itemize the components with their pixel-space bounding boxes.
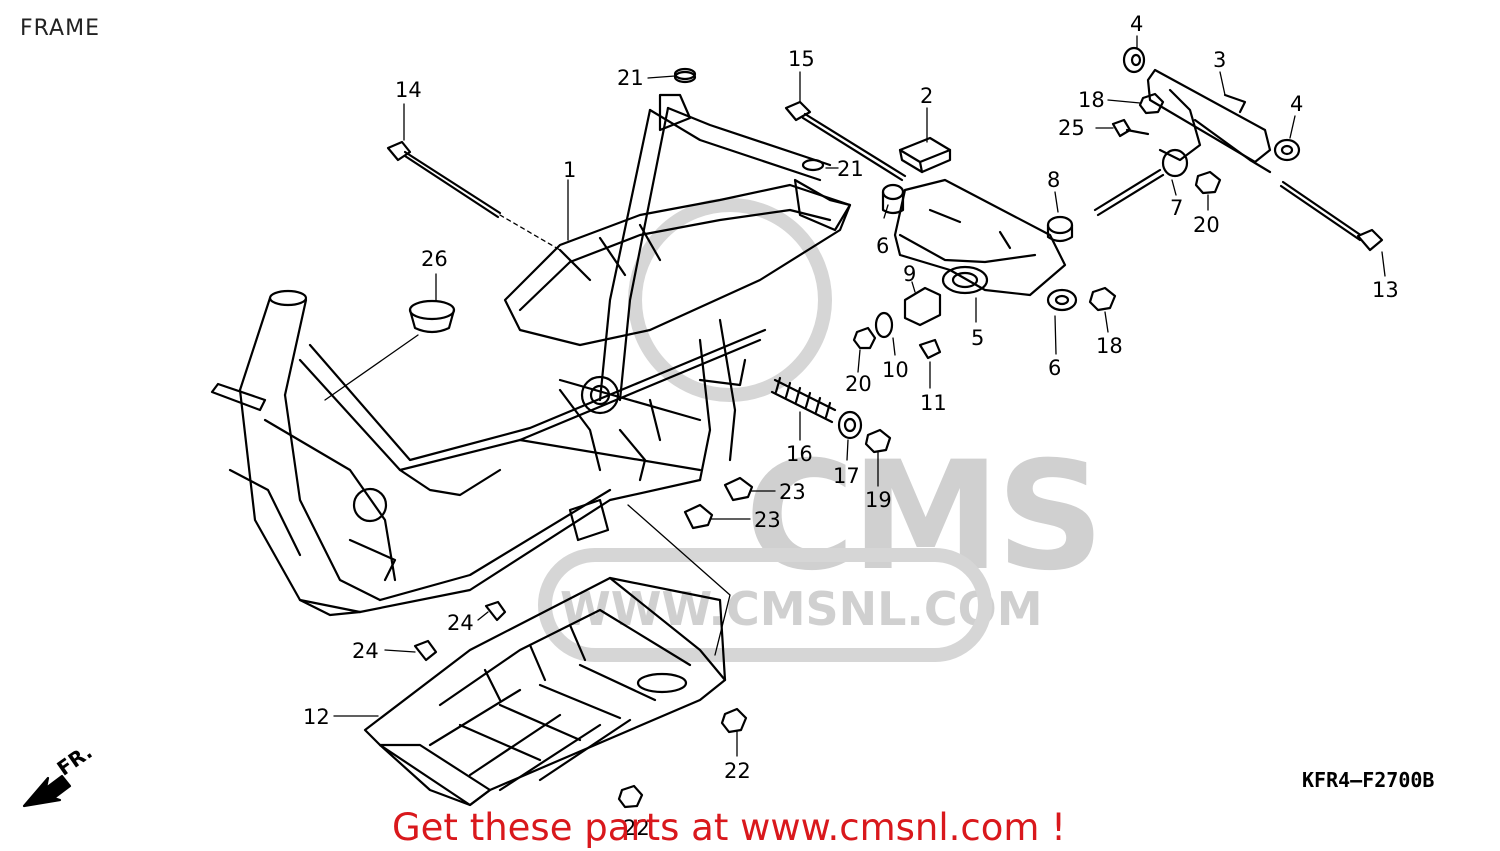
callout-24-left: 24 <box>352 639 379 663</box>
bolt-24-left <box>413 639 438 662</box>
callout-13: 13 <box>1372 278 1399 302</box>
rubber-pad-2 <box>898 136 952 174</box>
callout-4-right: 4 <box>1290 92 1304 116</box>
nut-20-left <box>852 326 877 350</box>
page-title: FRAME <box>20 16 100 41</box>
callout-21-top: 21 <box>617 66 644 90</box>
bolt-13 <box>1279 180 1384 252</box>
callout-8: 8 <box>1047 168 1061 192</box>
callout-21-mid: 21 <box>837 157 864 181</box>
callout-1: 1 <box>563 158 577 182</box>
callout-10: 10 <box>882 358 909 382</box>
diagram-code: KFR4—F2700B <box>1302 768 1435 792</box>
nut-22-bottom <box>617 784 644 809</box>
nut-18-top <box>1138 92 1165 115</box>
bolt-7 <box>1093 148 1189 217</box>
callout-20-right: 20 <box>1193 213 1220 237</box>
bushing-8 <box>1046 215 1074 243</box>
nut-19 <box>864 428 892 454</box>
bushing-6-right <box>1046 288 1078 312</box>
watermark-emblem <box>538 198 992 662</box>
callout-7: 7 <box>1170 196 1184 220</box>
bolt-24-right <box>484 600 507 622</box>
callout-22-bottom: 22 <box>623 816 650 840</box>
guide-line-cover <box>627 504 731 656</box>
bolt-15 <box>784 100 907 182</box>
nut-18-right <box>1088 286 1117 312</box>
watermark-logo: CMS <box>745 430 1104 604</box>
collar-17 <box>837 410 863 440</box>
callout-19: 19 <box>865 488 892 512</box>
washer-21-top <box>673 67 697 84</box>
clip-23-bottom <box>683 503 714 530</box>
callout-17: 17 <box>833 464 860 488</box>
callout-24-right: 24 <box>447 611 474 635</box>
nut-22-right <box>720 707 748 734</box>
stopper-9 <box>903 286 942 327</box>
washer-21-mid <box>801 158 825 172</box>
main-frame <box>210 93 852 617</box>
washer-10 <box>874 311 894 339</box>
floor-cover <box>363 576 727 807</box>
front-arrow-icon <box>22 774 72 808</box>
rear-bracket-3 <box>1146 68 1272 174</box>
bolt-25 <box>1111 118 1150 138</box>
callout-9: 9 <box>903 262 917 286</box>
bushing-4-top <box>1122 46 1146 74</box>
callout-23-top: 23 <box>779 480 806 504</box>
callout-4-top: 4 <box>1130 12 1144 36</box>
callout-5: 5 <box>971 326 985 350</box>
callout-2: 2 <box>920 84 934 108</box>
callout-12: 12 <box>303 705 330 729</box>
spring-16 <box>770 376 837 424</box>
bushing-4-right <box>1273 138 1301 162</box>
callout-15: 15 <box>788 47 815 71</box>
callout-18-top: 18 <box>1078 88 1105 112</box>
callout-14: 14 <box>395 78 422 102</box>
guide-line-14 <box>499 214 561 251</box>
callout-25: 25 <box>1058 116 1085 140</box>
callout-3: 3 <box>1213 48 1227 72</box>
callout-22-right: 22 <box>724 759 751 783</box>
watermark-site: WWW.CMSNL.COM <box>560 582 1043 636</box>
callout-20-left: 20 <box>845 372 872 396</box>
leader-lines <box>333 35 1386 757</box>
clip-23-top <box>723 476 754 502</box>
callout-26: 26 <box>421 247 448 271</box>
callout-6-left: 6 <box>876 234 890 258</box>
bolt-14 <box>386 140 502 219</box>
callout-18-right: 18 <box>1096 334 1123 358</box>
callout-11: 11 <box>920 391 947 415</box>
callout-23-bottom: 23 <box>754 508 781 532</box>
callout-6-right: 6 <box>1048 356 1062 380</box>
nut-20-right <box>1194 170 1222 195</box>
callout-16: 16 <box>786 442 813 466</box>
engine-hanger-5 <box>893 178 1067 297</box>
cap-26 <box>408 299 456 334</box>
clip-11 <box>918 338 942 360</box>
bushing-6-left <box>881 183 905 215</box>
promo-link[interactable]: Get these parts at www.cmsnl.com ! <box>392 806 1067 849</box>
guide-line-26 <box>324 334 419 401</box>
